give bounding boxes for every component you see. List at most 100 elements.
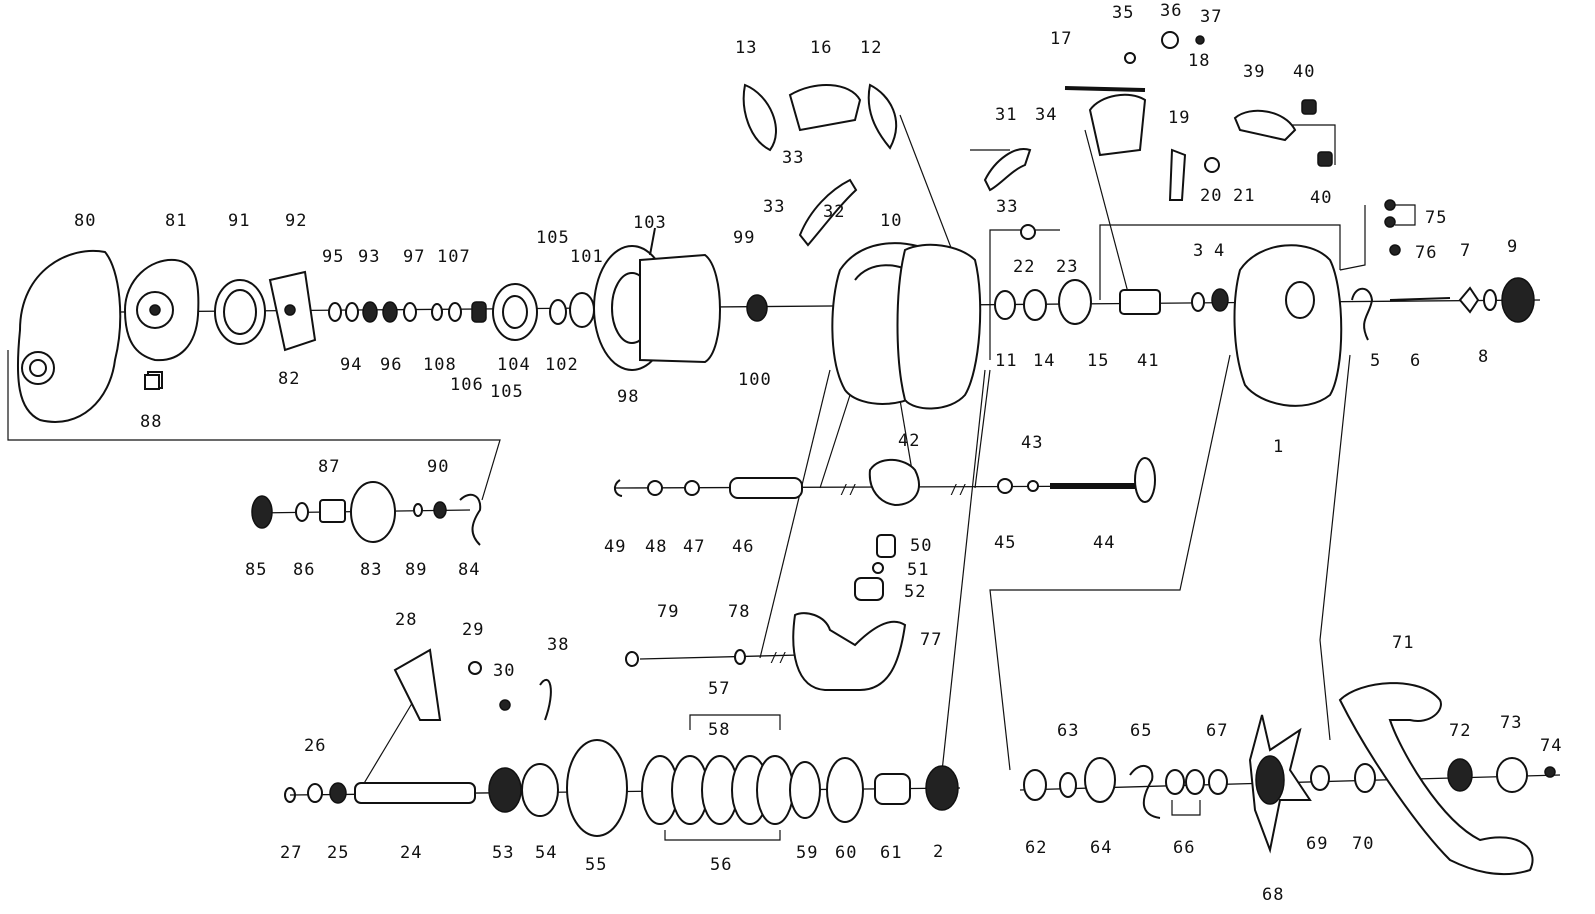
part-91 xyxy=(214,279,266,345)
part-83 xyxy=(350,481,396,543)
label-part-9: 9 xyxy=(1507,237,1518,257)
label-part-53: 53 xyxy=(492,843,514,863)
label-part-42: 42 xyxy=(898,431,920,451)
label-part-69: 69 xyxy=(1306,834,1328,854)
label-part-83: 83 xyxy=(360,560,382,580)
frame-right xyxy=(896,243,982,410)
label-part-100: 100 xyxy=(738,370,772,390)
label-part-23: 23 xyxy=(1056,257,1078,277)
label-part-103: 103 xyxy=(633,213,667,233)
label-part-88: 88 xyxy=(140,412,162,432)
label-part-91: 91 xyxy=(228,211,250,231)
label-part-72: 72 xyxy=(1449,721,1471,741)
label-part-90: 90 xyxy=(427,457,449,477)
pinion-41 xyxy=(1119,289,1161,315)
label-part-41: 41 xyxy=(1137,351,1159,371)
label-part-20: 20 xyxy=(1200,186,1222,206)
label-part-76: 76 xyxy=(1415,243,1437,263)
svg-text://: // xyxy=(770,651,788,666)
part-42 xyxy=(868,458,920,507)
label-part-67: 67 xyxy=(1206,721,1228,741)
label-part-33c: 33 xyxy=(996,197,1018,217)
part-46 xyxy=(729,477,803,499)
label-part-106: 106 xyxy=(450,375,484,395)
label-part-94: 94 xyxy=(340,355,362,375)
label-part-4: 4 xyxy=(1214,241,1225,261)
label-part-93: 93 xyxy=(358,247,380,267)
part-2 xyxy=(925,765,959,811)
label-part-25: 25 xyxy=(327,843,349,863)
label-part-108: 108 xyxy=(423,355,457,375)
label-part-2: 2 xyxy=(933,842,944,862)
label-part-10: 10 xyxy=(880,211,902,231)
label-part-54: 54 xyxy=(535,843,557,863)
label-part-82: 82 xyxy=(278,369,300,389)
star-drag-9 xyxy=(1501,277,1535,323)
part-85 xyxy=(251,495,273,529)
label-part-21: 21 xyxy=(1233,186,1255,206)
label-part-62: 62 xyxy=(1025,838,1047,858)
label-part-64: 64 xyxy=(1090,838,1112,858)
label-part-84: 84 xyxy=(458,560,480,580)
label-part-16: 16 xyxy=(810,38,832,58)
side-cover-80 xyxy=(16,249,122,423)
label-part-46: 46 xyxy=(732,537,754,557)
label-part-73: 73 xyxy=(1500,713,1522,733)
label-part-19: 19 xyxy=(1168,108,1190,128)
label-part-49: 49 xyxy=(604,537,626,557)
label-part-14: 14 xyxy=(1033,351,1055,371)
label-part-44: 44 xyxy=(1093,533,1115,553)
label-part-97: 97 xyxy=(403,247,425,267)
label-part-81: 81 xyxy=(165,211,187,231)
label-part-5: 5 xyxy=(1370,351,1381,371)
label-part-96: 96 xyxy=(380,355,402,375)
label-part-86: 86 xyxy=(293,560,315,580)
label-part-29: 29 xyxy=(462,620,484,640)
label-part-33b: 33 xyxy=(763,197,785,217)
label-part-102: 102 xyxy=(545,355,579,375)
label-part-32: 32 xyxy=(823,202,845,222)
label-part-85: 85 xyxy=(245,560,267,580)
label-part-57: 57 xyxy=(708,679,730,699)
bearing-100 xyxy=(746,294,768,322)
part-77 xyxy=(792,612,907,691)
label-part-99: 99 xyxy=(733,228,755,248)
label-part-59: 59 xyxy=(796,843,818,863)
label-part-40b: 40 xyxy=(1310,188,1332,208)
label-part-47: 47 xyxy=(683,537,705,557)
label-part-3: 3 xyxy=(1193,241,1204,261)
label-part-80: 80 xyxy=(74,211,96,231)
label-part-39: 39 xyxy=(1243,62,1265,82)
label-part-12: 12 xyxy=(860,38,882,58)
label-part-15: 15 xyxy=(1087,351,1109,371)
label-part-89: 89 xyxy=(405,560,427,580)
part-104 xyxy=(492,283,538,341)
label-part-33a: 33 xyxy=(782,148,804,168)
label-part-77: 77 xyxy=(920,630,942,650)
label-part-68: 68 xyxy=(1262,885,1284,905)
label-part-78: 78 xyxy=(728,602,750,622)
part-number-labels: 1 2 3 4 5 6 7 8 9 10 11 12 13 14 15 16 1… xyxy=(74,1,1561,905)
label-part-11: 11 xyxy=(995,351,1017,371)
label-part-98: 98 xyxy=(617,387,639,407)
drive-gear-55 xyxy=(566,739,628,837)
label-part-87: 87 xyxy=(318,457,340,477)
label-part-104: 104 xyxy=(497,355,531,375)
label-part-92: 92 xyxy=(285,211,307,231)
svg-text://: // xyxy=(840,483,858,498)
label-part-24: 24 xyxy=(400,843,422,863)
side-plate-1 xyxy=(1233,244,1343,407)
part-53 xyxy=(488,767,522,813)
label-part-35: 35 xyxy=(1112,3,1134,23)
label-part-7: 7 xyxy=(1460,241,1471,261)
label-part-79: 79 xyxy=(657,602,679,622)
label-part-95: 95 xyxy=(322,247,344,267)
label-part-56: 56 xyxy=(710,855,732,875)
label-part-30: 30 xyxy=(493,661,515,681)
label-part-13: 13 xyxy=(735,38,757,58)
side-plate-81 xyxy=(123,258,200,362)
label-part-48: 48 xyxy=(645,537,667,557)
label-part-6: 6 xyxy=(1410,351,1421,371)
label-part-45: 45 xyxy=(994,533,1016,553)
label-part-40a: 40 xyxy=(1293,62,1315,82)
